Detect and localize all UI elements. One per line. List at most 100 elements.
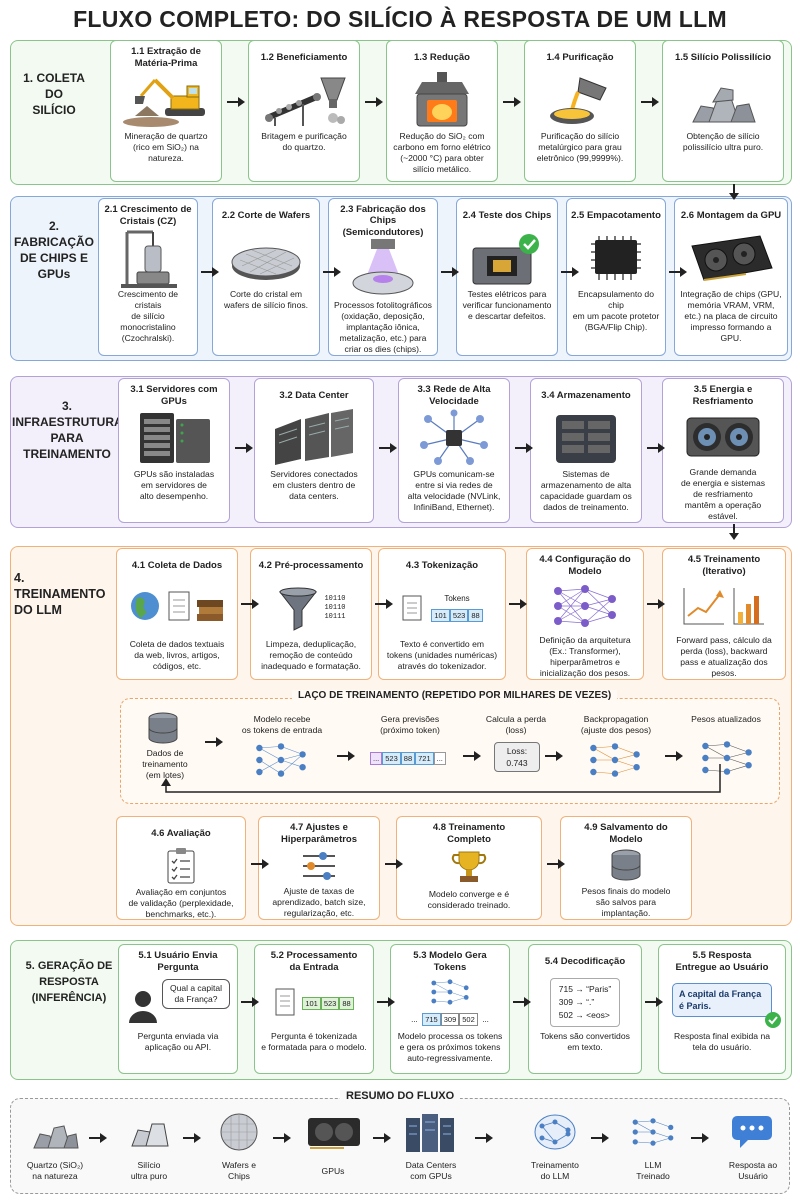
card-4-1: 4.1 Coleta de Dados Coleta de dados text… <box>116 548 238 680</box>
database-icon <box>609 847 643 884</box>
right-arrow-icon <box>241 599 259 609</box>
right-arrow-icon <box>365 97 383 107</box>
rocks-icon <box>683 71 763 129</box>
furnace-icon <box>407 71 477 129</box>
wafer-icon <box>226 229 306 287</box>
loss-box: Loss: 0.743 <box>494 742 540 772</box>
card-2-5: 2.5 Empacotamento Encapsulamento do chip… <box>566 198 666 356</box>
right-arrow-icon <box>273 1133 291 1143</box>
decode-entry: 502 → <eos> <box>558 1009 610 1020</box>
chip-package-icon <box>581 229 651 287</box>
checklist-icon <box>164 847 198 885</box>
right-arrow-icon <box>561 267 579 277</box>
right-arrow-icon <box>379 443 397 453</box>
token: 88 <box>468 608 483 622</box>
right-arrow-icon <box>441 267 459 277</box>
tokens-label: Tokens <box>444 593 470 603</box>
database-icon <box>146 712 180 746</box>
chat-bubble-icon <box>730 1114 774 1150</box>
summary-item: Quartzo (SiO₂) na natureza <box>26 1160 84 1181</box>
decode-icon: 715 → “Paris” 309 → “.” 502 → <eos> <box>549 975 621 1029</box>
card-1-5: 1.5 Silício Polissilício Obtenção de sil… <box>662 40 784 182</box>
cooling-icon <box>683 409 763 465</box>
binary-line: 10110 <box>324 603 346 612</box>
network-icon <box>414 409 494 467</box>
training-loop-title: LAÇO DE TREINAMENTO (REPETIDO POR MILHAR… <box>292 690 618 701</box>
right-arrow-icon <box>503 97 521 107</box>
token: 101 <box>431 608 450 622</box>
right-arrow-icon <box>375 599 393 609</box>
phase-label-3: 3. INFRAESTRUTURA PARA TREINAMENTO <box>12 399 123 461</box>
binary-line: 10110 <box>324 594 346 603</box>
card-3-4: 3.4 Armazenamento Sistemas de armazename… <box>530 378 642 523</box>
right-arrow-icon <box>645 997 663 1007</box>
gpu-icon <box>686 229 776 287</box>
right-arrow-icon <box>205 737 223 747</box>
lithography-icon <box>343 239 423 298</box>
decode-entry: 309 → “.” <box>558 996 595 1007</box>
token: 502 <box>459 1013 478 1026</box>
right-arrow-icon <box>373 1133 391 1143</box>
right-arrow-icon <box>183 1133 201 1143</box>
loop-step-data: Dados de treinamento (em lotes) <box>142 748 188 780</box>
card-4-4: 4.4 Configuração do Modelo Definição da … <box>526 548 644 680</box>
excavator-icon <box>121 71 211 129</box>
down-arrow-icon <box>729 524 739 540</box>
loss-value: 0.743 <box>506 758 528 768</box>
card-5-1: 5.1 Usuário Envia Pergunta Qual a capita… <box>118 944 238 1074</box>
right-arrow-icon <box>647 599 665 609</box>
card-4-8: 4.8 Treinamento Completo Modelo converge… <box>396 816 542 920</box>
sliders-icon <box>299 847 339 884</box>
summary-item: Treinamento do LLM <box>531 1160 579 1181</box>
card-5-4: 5.4 Decodificação 715 → “Paris” 309 → “.… <box>528 944 642 1074</box>
right-arrow-icon <box>337 751 355 761</box>
trophy-icon <box>449 847 489 887</box>
brain-network-icon <box>532 1112 578 1152</box>
down-arrow-icon <box>729 184 739 200</box>
card-1-2: 1.2 Beneficiamento Britagem e purificaçã… <box>248 40 360 182</box>
crucible-icon <box>540 71 620 129</box>
chip-test-icon <box>467 229 547 287</box>
right-arrow-icon <box>691 1133 709 1143</box>
right-arrow-icon <box>463 751 481 761</box>
training-chart-icon <box>682 579 766 633</box>
card-4-9: 4.9 Salvamento do Modelo Pesos finais do… <box>560 816 692 920</box>
loop-return-arrow <box>161 764 721 793</box>
phase-label-2: 2. FABRICAÇÃO DE CHIPS E GPUs <box>14 219 94 281</box>
right-arrow-icon <box>241 997 259 1007</box>
silicon-icon <box>124 1112 174 1152</box>
right-arrow-icon <box>323 267 341 277</box>
neural-net-icon <box>698 738 756 778</box>
loop-step-predictions: Gera previsões (próximo token) <box>380 714 440 735</box>
right-arrow-icon <box>665 751 683 761</box>
token: 523 <box>320 997 340 1010</box>
datacenter-icon <box>271 409 357 467</box>
crystal-puller-icon <box>113 229 183 288</box>
card-3-5: 3.5 Energia e Resfriamento Grande demand… <box>662 378 784 523</box>
token: ... <box>370 752 383 765</box>
quartz-rocks-icon <box>30 1112 80 1152</box>
phase-label-1: 1. COLETA DO SILÍCIO <box>23 71 85 117</box>
right-arrow-icon <box>385 859 403 869</box>
right-arrow-icon <box>545 751 563 761</box>
card-1-3: 1.3 Redução Redução do SiO₂ com carbono … <box>386 40 498 182</box>
token: 721 <box>415 752 434 765</box>
loop-step-loss: Calcula a perda (loss) <box>485 714 547 735</box>
right-arrow-icon <box>509 599 527 609</box>
right-arrow-icon <box>89 1133 107 1143</box>
right-arrow-icon <box>227 97 245 107</box>
token: ... <box>411 1015 418 1024</box>
summary-item: GPUs <box>321 1166 345 1176</box>
page-title: FLUXO COMPLETO: DO SILÍCIO À RESPOSTA DE… <box>73 6 727 32</box>
answer-bubble-icon: A capital da França é Paris. <box>662 975 782 1029</box>
summary-item: LLM Treinado <box>636 1160 670 1181</box>
right-arrow-icon <box>515 443 533 453</box>
card-2-1: 2.1 Crescimento de Cristais (CZ) Crescim… <box>98 198 198 356</box>
right-arrow-icon <box>475 1133 493 1143</box>
training-loop <box>120 698 780 804</box>
data-sources-icon <box>127 579 227 637</box>
right-arrow-icon <box>547 859 565 869</box>
